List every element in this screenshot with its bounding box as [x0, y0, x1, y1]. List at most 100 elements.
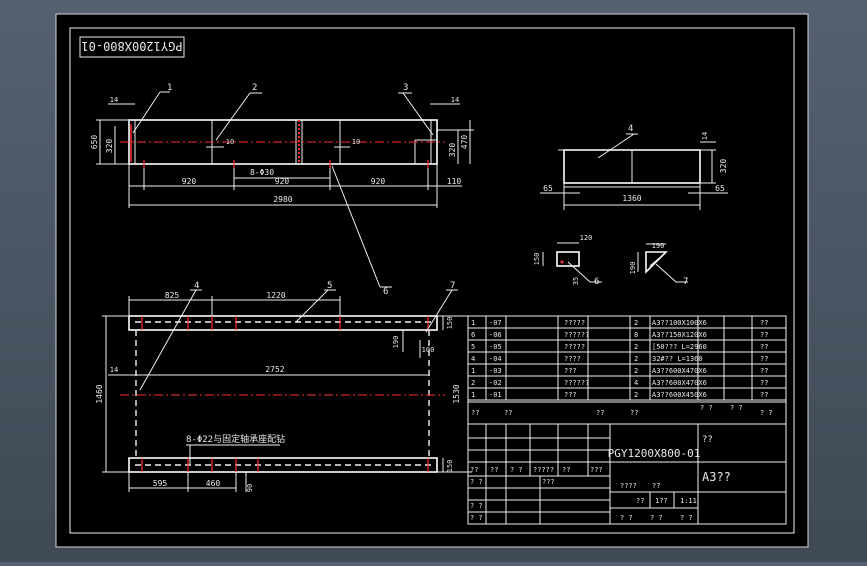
bom-cell-material: A3??600X470X6 — [652, 379, 707, 387]
bom-cell-qty: 2 — [634, 367, 638, 375]
tb-row-2: ?? — [490, 466, 498, 474]
bom-cell-qty: 4 — [634, 379, 638, 387]
bom-cell-qty: 2 — [634, 343, 638, 351]
side-dim-14: 14 — [701, 132, 709, 140]
tb-row-3: ? ? — [510, 466, 523, 474]
d6-dim-35: 35 — [572, 277, 580, 285]
side-dim-65-left: 65 — [543, 184, 553, 193]
balloon-4-side: 4 — [628, 124, 633, 134]
plan-dim-150-bot: 150 — [446, 460, 454, 473]
detail-6: 120 150 35 6 — [533, 234, 602, 287]
side-view: 4 320 14 1360 65 65 — [540, 124, 728, 210]
drawing-number: PGY1200X800-01 — [608, 447, 701, 460]
plan-view: 825 1220 150 1530 150 190 100 1460 14 27… — [95, 281, 472, 492]
bom-cell-name: ?????? — [564, 379, 589, 387]
tb-bottom-1: ? ? — [620, 514, 633, 522]
bom-row: 2 -02?????? 4 A3??600X470X6?? — [471, 379, 768, 387]
bom-cell-no: 1 — [471, 367, 475, 375]
bom-cell-no: 6 — [471, 331, 475, 339]
bom-cell-no: 2 — [471, 379, 475, 387]
bom-cell-code: -01 — [489, 391, 502, 399]
front-view: 920 920 920 8-Φ30 110 2980 650 320 14 32… — [90, 83, 474, 297]
plan-note: 8-Φ22与固定轴承座配钻 — [186, 433, 285, 445]
bom-cell-remark: ?? — [760, 391, 768, 399]
tb-left-4: ? ? — [470, 514, 483, 522]
tb-row-5: ?? — [562, 466, 570, 474]
d6-dim-120: 120 — [580, 234, 593, 242]
dim-10-b: 10 — [352, 138, 360, 146]
plan-dim-595: 595 — [153, 479, 168, 488]
balloon-3: 3 — [403, 83, 408, 93]
plan-dim-100: 100 — [422, 346, 435, 354]
bom-cell-name: ????? — [564, 343, 585, 351]
dim-920-b: 920 — [275, 177, 290, 186]
tb-row-4: ????? — [533, 466, 554, 474]
bom-cell-remark: ?? — [760, 367, 768, 375]
bom-cell-material: A3??100X100X6 — [652, 319, 707, 327]
d7-dim-190-left: 190 — [629, 262, 637, 275]
dim-320-left: 320 — [105, 139, 114, 154]
bom-cell-code: -04 — [489, 355, 502, 363]
bom-cell-material: A3??600X450X6 — [652, 391, 707, 399]
bom-cell-remark: ?? — [760, 319, 768, 327]
balloon-7-detail: 7 — [683, 277, 688, 287]
bom-cell-name: ????? — [564, 319, 585, 327]
bom-cell-material: A3??150X120X6 — [652, 331, 707, 339]
balloon-4-plan: 4 — [194, 281, 199, 291]
dim-110: 110 — [447, 177, 462, 186]
bom-cell-no: 4 — [471, 355, 475, 363]
sheet-size: A3?? — [702, 470, 731, 484]
side-dim-65-right: 65 — [715, 184, 725, 193]
balloon-1: 1 — [167, 83, 172, 93]
bom-cell-name: ??? — [564, 391, 577, 399]
dim-2980: 2980 — [273, 195, 292, 204]
bom-header-5: ? ? — [700, 404, 713, 412]
bom-cell-code: -05 — [489, 343, 502, 351]
bom-cell-qty: 2 — [634, 319, 638, 327]
balloon-7-plan: 7 — [450, 281, 455, 291]
dim-14-right: 14 — [451, 96, 459, 104]
plan-dim-1530: 1530 — [452, 384, 461, 403]
bom-cell-code: -03 — [489, 367, 502, 375]
tb-bottom-3: ? ? — [680, 514, 693, 522]
plan-dim-1460: 1460 — [95, 384, 104, 403]
drawing-frame — [69, 27, 795, 534]
bom-cell-remark: ?? — [760, 355, 768, 363]
dim-10-a: 10 — [226, 138, 234, 146]
bom-header-6: ? ? — [730, 404, 743, 412]
bom-cell-remark: ?? — [760, 379, 768, 387]
bom-cell-qty: 2 — [634, 391, 638, 399]
bom-header-1: ?? — [471, 409, 479, 417]
bom-cell-code: -02 — [489, 379, 502, 387]
bom-cell-code: -06 — [489, 331, 502, 339]
tb-scale-4: 1?? — [655, 497, 668, 505]
tb-scale-3: ?? — [652, 482, 660, 490]
bom-cell-material: [50??? L=2960 — [652, 343, 707, 351]
plan-dim-190: 190 — [392, 336, 400, 349]
d7-dim-190-top: 190 — [652, 242, 665, 250]
tb-bottom-2: ? ? — [650, 514, 663, 522]
tb-left-2: ??? — [542, 478, 555, 486]
tb-scale-1: ???? — [620, 482, 637, 490]
dim-920-a: 920 — [182, 177, 197, 186]
bom-cell-remark: ?? — [760, 331, 768, 339]
plan-dim-2752: 2752 — [265, 365, 284, 374]
bom-cell-no: 5 — [471, 343, 475, 351]
plan-dim-14: 14 — [110, 366, 118, 374]
dim-650: 650 — [90, 135, 99, 150]
bom-cell-name: ??? — [564, 367, 577, 375]
balloon-6: 6 — [383, 287, 388, 297]
rotated-title: PGY1200X800-01 — [81, 39, 182, 53]
drawing-sheet — [55, 13, 809, 548]
dim-holes: 8-Φ30 — [250, 168, 274, 177]
plan-dim-825: 825 — [165, 291, 180, 300]
plan-dim-150-top: 150 — [446, 317, 454, 330]
